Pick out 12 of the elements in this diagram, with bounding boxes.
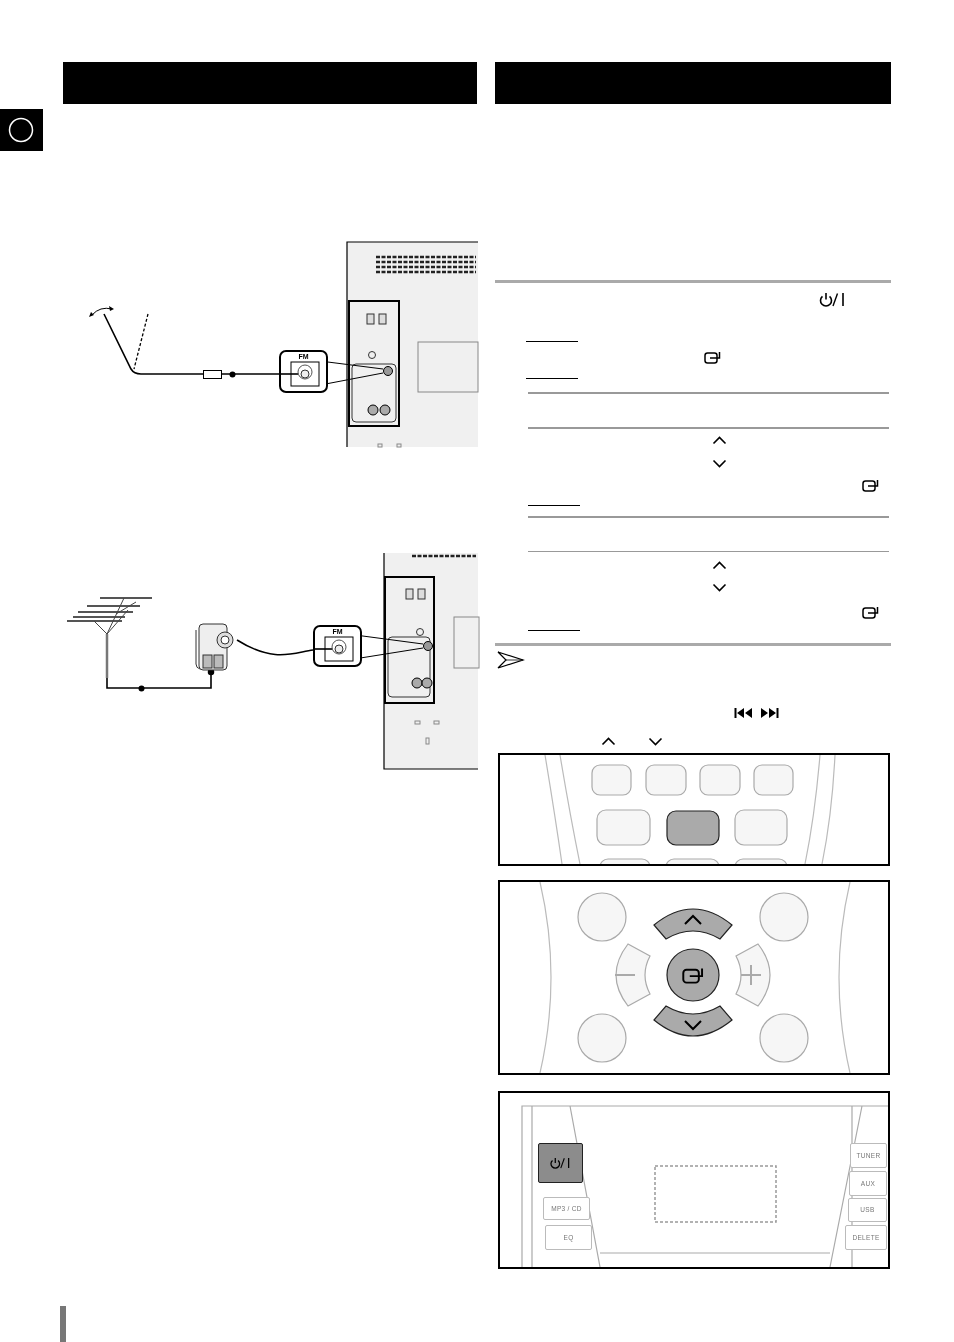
antenna-cable [106,668,215,689]
antenna-cable [236,639,314,656]
leader-line [361,635,424,659]
antenna-cable [151,373,280,375]
callout-inset [279,350,328,393]
callout-inset [313,625,362,667]
wire-antenna-drawing [86,303,152,377]
antenna-adapter-drawing [193,622,237,672]
coax-jack [383,366,393,376]
leader-line [327,361,384,385]
coax-jack [423,641,433,651]
power-button [538,1143,583,1183]
